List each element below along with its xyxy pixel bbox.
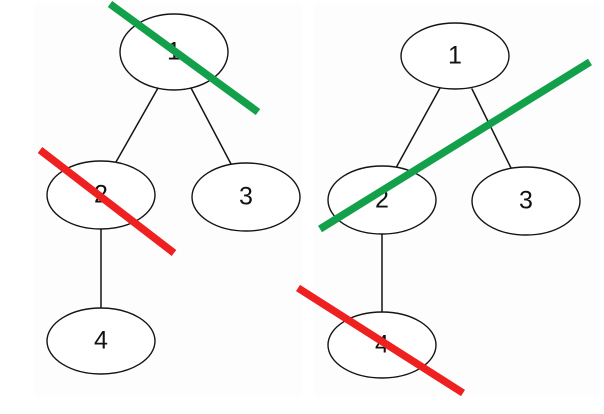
node-label: 1 <box>448 42 462 70</box>
right-green-slash-icon <box>318 58 592 233</box>
left-tree-panel: 1 2 3 4 <box>37 0 301 375</box>
left-node-3[interactable]: 3 <box>191 162 301 232</box>
left-edge-1-3 <box>190 87 232 165</box>
left-red-slash-icon <box>37 147 177 256</box>
node-label: 3 <box>519 187 533 215</box>
right-node-3[interactable]: 3 <box>471 166 581 236</box>
left-green-slash-icon <box>107 0 261 116</box>
right-red-slash-icon <box>295 284 466 397</box>
node-ellipse <box>191 162 301 232</box>
node-ellipse <box>400 22 510 90</box>
right-node-2[interactable]: 2 <box>327 165 437 235</box>
right-tree-panel: 1 2 3 4 <box>295 22 592 397</box>
right-node-1[interactable]: 1 <box>400 22 510 90</box>
right-edge-1-2 <box>396 87 441 167</box>
left-edge-1-2 <box>115 87 159 163</box>
node-ellipse <box>46 307 156 375</box>
node-ellipse <box>327 165 437 235</box>
left-node-4[interactable]: 4 <box>46 307 156 375</box>
node-ellipse <box>471 166 581 236</box>
node-label: 3 <box>239 183 253 211</box>
node-label: 4 <box>94 327 108 355</box>
right-edge-1-3 <box>471 88 512 169</box>
